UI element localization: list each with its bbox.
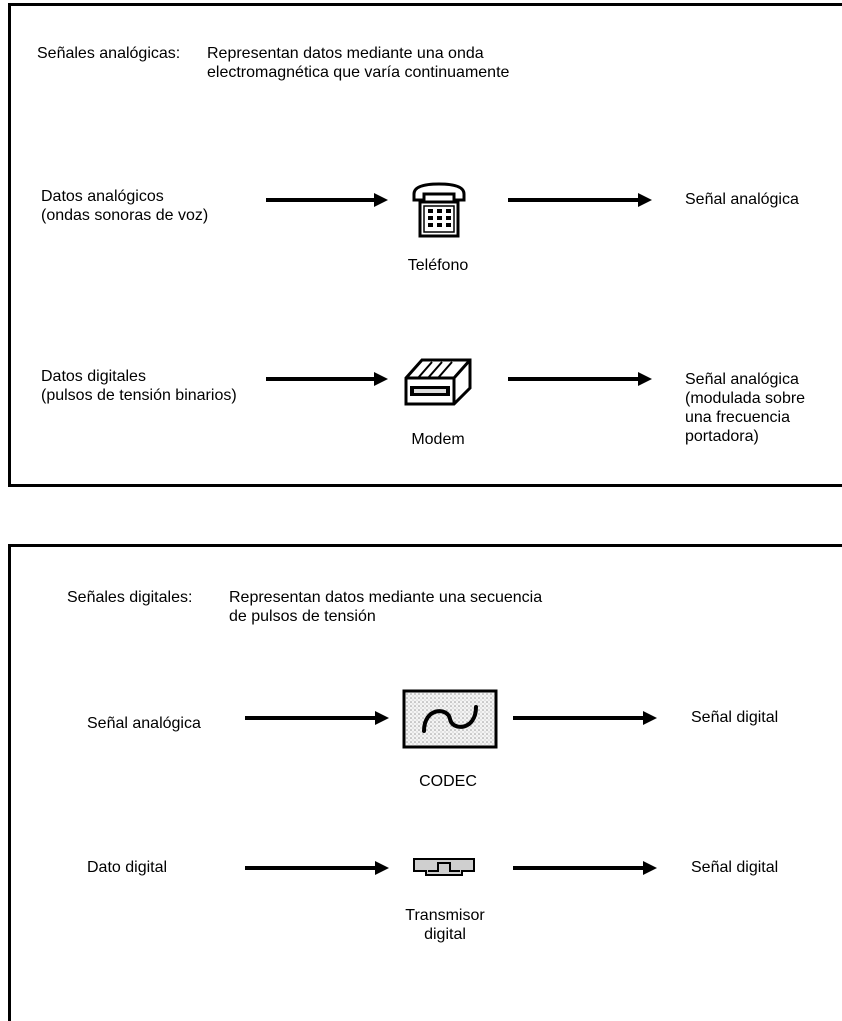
analog-row2-input-label: Datos digitales (pulsos de tensión binar… [41, 368, 237, 404]
analog-row2-input-arrow [266, 372, 388, 386]
digital-row2-output-label: Señal digital [691, 859, 779, 876]
digital-row2-output-arrow [513, 861, 657, 875]
digital-row2-input-label: Dato digital [87, 859, 168, 876]
digital-header-definition: Representan datos mediante una secuencia… [229, 589, 543, 625]
analog-row1-input-arrow [266, 193, 388, 207]
digital-signals-panel [8, 544, 842, 1021]
digital-row1-output-arrow [513, 711, 657, 725]
analog-row2-output-arrow [508, 372, 652, 386]
digital-row2-input-arrow [245, 861, 389, 875]
telephone-icon [410, 180, 468, 240]
digital-transmitter-label: Transmisor digital [405, 907, 485, 943]
analog-row1-output-arrow [508, 193, 652, 207]
telephone-label: Teléfono [407, 257, 469, 274]
digital-row1-input-arrow [245, 711, 389, 725]
codec-label: CODEC [419, 773, 477, 790]
analog-row1-input-label: Datos analógicos (ondas sonoras de voz) [41, 188, 209, 224]
codec-icon [402, 689, 498, 749]
analog-signals-panel [8, 3, 842, 487]
modem-icon [402, 356, 474, 406]
digital-transmitter-icon [412, 857, 476, 877]
digital-row1-output-label: Señal digital [691, 709, 779, 726]
analog-row1-output-label: Señal analógica [685, 191, 799, 208]
analog-row2-output-label: Señal analógica (modulada sobre una frec… [685, 371, 806, 445]
analog-header-definition: Representan datos mediante una onda elec… [207, 45, 510, 81]
analog-header-term: Señales analógicas: [37, 45, 181, 62]
digital-row1-input-label: Señal analógica [87, 715, 201, 732]
digital-header-term: Señales digitales: [67, 589, 193, 606]
modem-label: Modem [411, 431, 465, 448]
